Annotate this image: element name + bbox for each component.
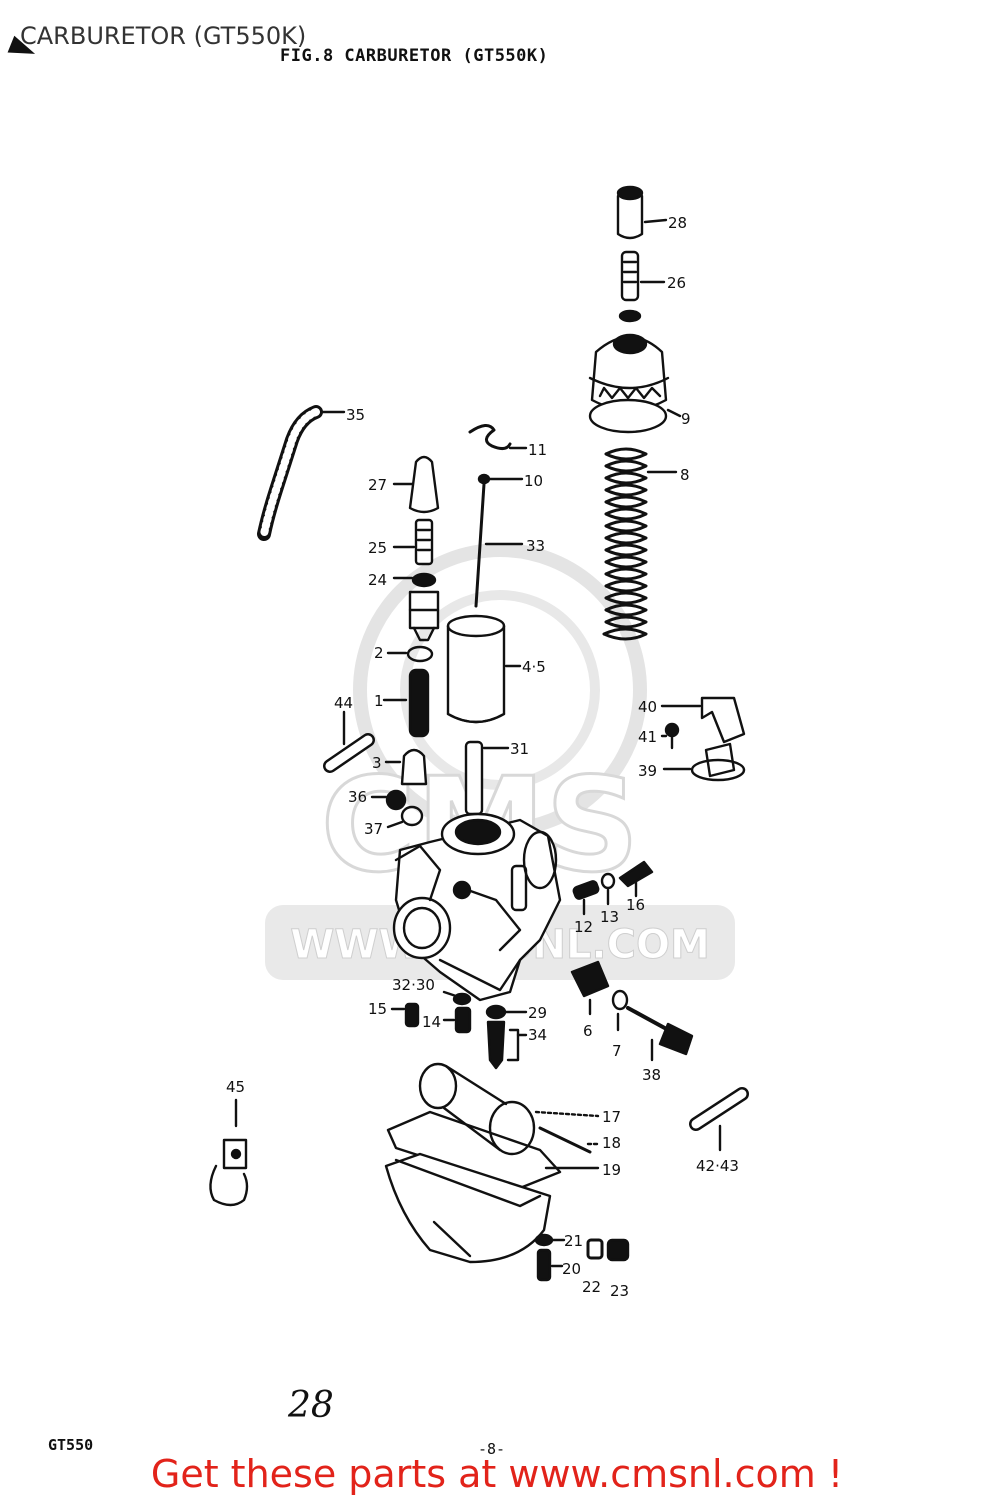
callout-labels: 28 26 9 8 35 11 10 27 33 25 24 2 4·5 44 … [226, 214, 739, 1300]
callout-41: 41 [638, 728, 657, 746]
part-needle-jet-3 [384, 748, 428, 786]
page-number: -8- [478, 1440, 506, 1458]
callout-34: 34 [528, 1026, 547, 1044]
part-bracket-45 [209, 1098, 249, 1207]
callout-26: 26 [667, 274, 686, 292]
part-36 [370, 789, 407, 811]
callout-24: 24 [368, 571, 387, 589]
callout-14: 14 [422, 1013, 441, 1031]
callout-4-5: 4·5 [522, 658, 546, 676]
callout-37: 37 [364, 820, 383, 838]
part-29 [485, 1004, 528, 1020]
part-plunger-39 [662, 742, 746, 782]
part-lever-40 [660, 696, 746, 744]
callout-44: 44 [334, 694, 353, 712]
part-ring-7 [611, 989, 629, 1032]
callout-32-30: 32·30 [392, 976, 435, 994]
callout-25: 25 [368, 539, 387, 557]
part-12 [572, 880, 600, 916]
callout-28: 28 [668, 214, 687, 232]
part-screw-38 [626, 1006, 694, 1062]
callout-15: 15 [368, 1000, 387, 1018]
figure-title: FIG.8 CARBURETOR (GT550K) [280, 46, 549, 66]
part-cap-28 [616, 185, 668, 240]
callout-38: 38 [642, 1066, 661, 1084]
callout-12: 12 [574, 918, 593, 936]
part-floats-17 [418, 1062, 600, 1156]
part-20 [536, 1248, 564, 1282]
part-ring-2 [386, 645, 434, 663]
part-starter-31 [464, 740, 510, 816]
callout-13: 13 [600, 908, 619, 926]
handwritten-page-note: 28 [288, 1385, 334, 1426]
part-carburetor-body [392, 812, 562, 1002]
callout-20: 20 [562, 1260, 581, 1278]
part-ring-10 [477, 473, 524, 485]
callout-19: 19 [602, 1161, 621, 1179]
callout-33: 33 [526, 537, 545, 555]
part-32-30 [442, 990, 472, 1006]
callout-1: 1 [374, 692, 384, 710]
callout-27: 27 [368, 476, 387, 494]
part-adjuster-26 [618, 250, 666, 323]
callout-40: 40 [638, 698, 657, 716]
callout-39: 39 [638, 762, 657, 780]
callout-9: 9 [681, 410, 691, 428]
part-screw-41 [660, 722, 680, 750]
part-throttle-valve-4-5 [446, 614, 522, 724]
part-top-cap-9 [588, 333, 682, 434]
callout-45: 45 [226, 1078, 245, 1096]
part-pipe-44 [323, 710, 375, 773]
callout-10: 10 [524, 472, 543, 490]
part-22 [586, 1238, 604, 1260]
part-nut-24 [392, 572, 440, 642]
callout-29: 29 [528, 1004, 547, 1022]
part-pipe-42-43 [689, 1087, 749, 1152]
part-jet-1 [382, 668, 430, 738]
part-needle-33 [474, 482, 524, 608]
callout-16: 16 [626, 896, 645, 914]
callout-2: 2 [374, 644, 384, 662]
callout-6: 6 [583, 1022, 593, 1040]
part-bolt-25 [392, 518, 434, 566]
part-21 [534, 1233, 566, 1247]
part-pin-18 [538, 1126, 602, 1154]
part-14 [442, 1006, 472, 1034]
callout-31: 31 [510, 740, 529, 758]
part-23 [606, 1238, 630, 1262]
part-37 [386, 805, 424, 829]
callout-3: 3 [372, 754, 382, 772]
part-hose-35 [257, 405, 346, 541]
callout-11: 11 [528, 441, 547, 459]
callout-8: 8 [680, 466, 690, 484]
part-spring-6 [570, 960, 610, 1016]
callout-42-43: 42·43 [696, 1157, 739, 1175]
part-15 [390, 1002, 420, 1028]
part-34 [486, 1020, 528, 1070]
callout-21: 21 [564, 1232, 583, 1250]
footer-model-code: GT550 [48, 1436, 94, 1454]
callout-36: 36 [348, 788, 367, 806]
part-spring-8 [602, 447, 678, 641]
part-clip-11 [468, 424, 528, 451]
callout-7: 7 [612, 1042, 622, 1060]
part-16 [618, 860, 654, 898]
callout-17: 17 [602, 1108, 621, 1126]
callout-23: 23 [610, 1282, 629, 1300]
callout-18: 18 [602, 1134, 621, 1152]
part-13 [600, 872, 616, 906]
part-cap-27 [392, 455, 440, 514]
cta-link[interactable]: Get these parts at www.cmsnl.com ! [150, 1452, 844, 1496]
callout-22: 22 [582, 1278, 601, 1296]
page-title: CARBURETOR (GT550K) [20, 22, 307, 50]
part-float-chamber-19 [384, 1110, 600, 1264]
callout-35: 35 [346, 406, 365, 424]
